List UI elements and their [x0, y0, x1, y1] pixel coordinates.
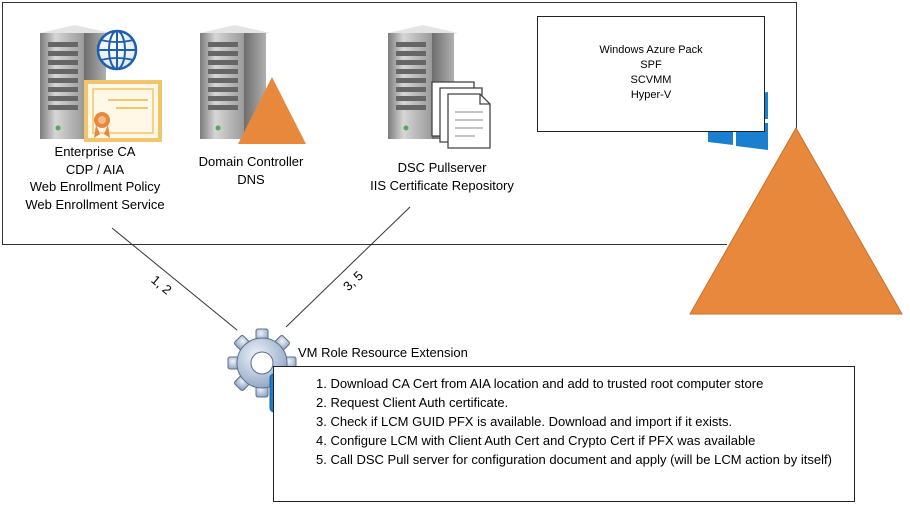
globe-icon	[96, 29, 138, 71]
domain-controller-line-1: Domain Controller	[198, 154, 304, 169]
step-item: 2. Request Client Auth certificate.	[316, 395, 509, 410]
dsc-pullserver-label: DSC Pullserver IIS Certificate Repositor…	[352, 159, 532, 194]
azure-pack-line-2: SPF	[640, 59, 662, 71]
step-item: 1. Download CA Cert from AIA location an…	[316, 376, 764, 391]
large-orange-triangle-icon	[689, 126, 903, 315]
domain-controller-line-2: DNS	[237, 171, 265, 187]
extension-steps-list: 1. Download CA Cert from AIA location an…	[274, 367, 854, 469]
certificate-icon	[84, 80, 162, 142]
datacenter-frame	[2, 2, 797, 245]
enterprise-ca-line-1: Enterprise CA	[54, 144, 136, 159]
step-item: 3. Check if LCM GUID PFX is available. D…	[316, 414, 733, 429]
extension-title: VM Role Resource Extension	[298, 345, 468, 360]
extension-steps-box: 1. Download CA Cert from AIA location an…	[273, 366, 855, 502]
enterprise-ca-line-3: Web Enrollment Policy	[29, 179, 161, 194]
dsc-connector-line	[285, 206, 411, 328]
ca-connector-line	[111, 227, 238, 331]
azure-pack-label: Windows Azure Pack SPF SCVMM Hyper-V	[538, 43, 764, 103]
step-item: 5. Call DSC Pull server for configuratio…	[316, 452, 832, 467]
azure-pack-line-1: Windows Azure Pack	[599, 44, 703, 56]
enterprise-ca-label: Enterprise CA CDP / AIA Web Enrollment P…	[5, 143, 185, 213]
azure-pack-line-4: Hyper-V	[630, 89, 672, 101]
enterprise-ca-line-2: CDP / AIA	[65, 161, 125, 177]
dsc-pullserver-line-2: IIS Certificate Repository	[370, 177, 514, 193]
domain-controller-label: Domain Controller DNS	[176, 153, 326, 188]
azure-pack-box: Windows Azure Pack SPF SCVMM Hyper-V	[537, 16, 765, 132]
documents-icon	[431, 81, 491, 149]
enterprise-ca-line-4: Web Enrollment Service	[25, 196, 165, 212]
orange-triangle-icon	[238, 77, 306, 144]
step-item: 4. Configure LCM with Client Auth Cert a…	[316, 433, 756, 448]
dsc-pullserver-line-1: DSC Pullserver	[397, 160, 487, 175]
azure-pack-line-3: SCVMM	[630, 74, 672, 86]
